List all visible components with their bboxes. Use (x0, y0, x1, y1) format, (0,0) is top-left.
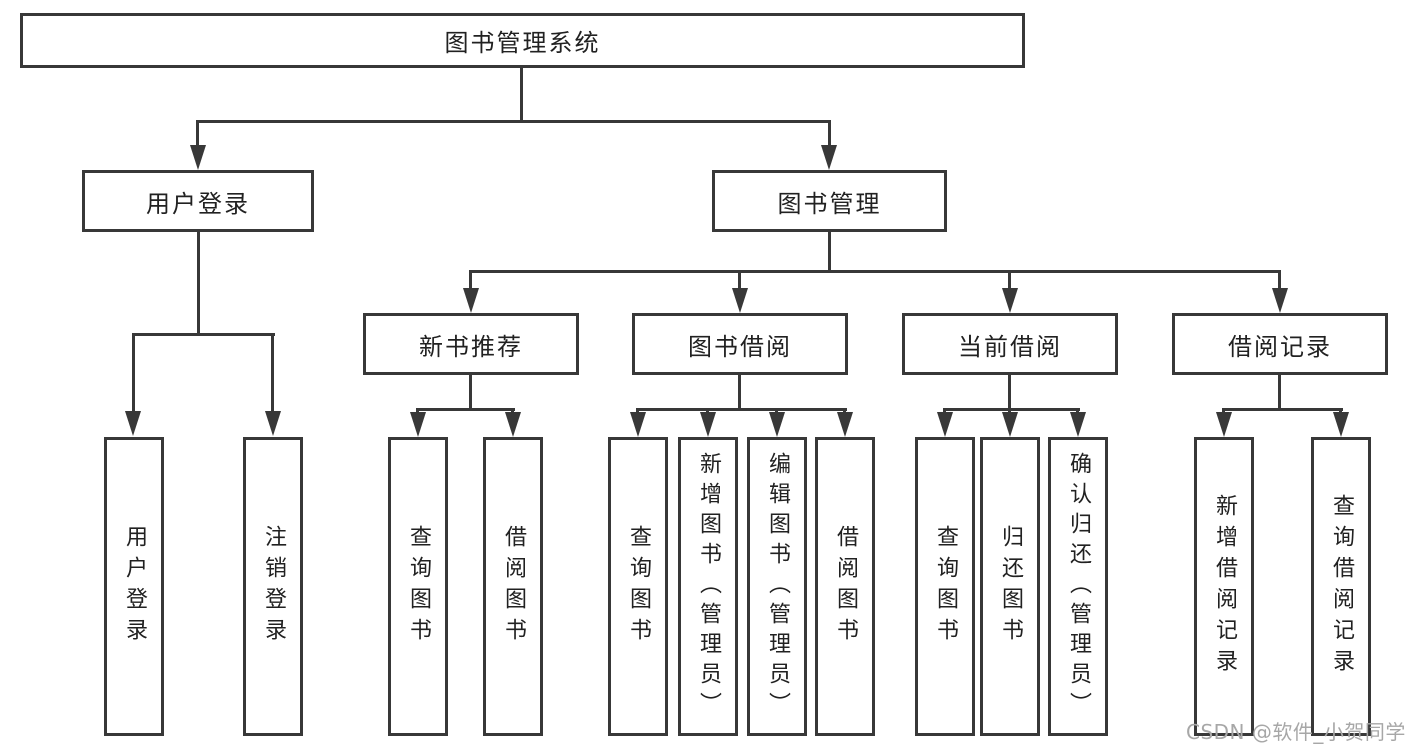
arrowhead-down-icon (1070, 412, 1086, 437)
connector-stem (1008, 373, 1011, 410)
leaf-edit-book-admin: 编辑图书（管理员） (747, 437, 807, 736)
connector-branch (416, 408, 515, 411)
arrowhead-down-icon (630, 412, 646, 437)
node-book-borrow: 图书借阅 (632, 313, 848, 375)
leaf-borrow-book-recommend-label: 借阅图书 (501, 524, 526, 649)
connector-shaft-user-login (196, 120, 199, 150)
leaf-query-borrow-record-label: 查询借阅记录 (1329, 493, 1354, 680)
arrowhead-down-icon (1002, 412, 1018, 437)
node-user-login: 用户登录 (82, 170, 314, 232)
node-user-login-label: 用户登录 (146, 189, 250, 218)
connector-shaft-book-management (828, 120, 831, 150)
leaf-query-book-current-label: 查询图书 (933, 524, 958, 649)
connector-shaft-leaf (1278, 270, 1281, 292)
leaf-return-book: 归还图书 (980, 437, 1040, 736)
leaf-logout: 注销登录 (243, 437, 303, 736)
leaf-edit-book-admin-label: 编辑图书（管理员） (765, 451, 790, 722)
arrowhead-down-icon (410, 412, 426, 437)
leaf-confirm-return-admin-label: 确认归还（管理员） (1066, 451, 1091, 722)
leaf-add-book-admin-label: 新增图书（管理员） (696, 451, 721, 722)
node-library-system: 图书管理系统 (20, 13, 1025, 68)
connector-stem (1278, 373, 1281, 410)
arrowhead-down-icon (821, 145, 837, 170)
arrowhead-down-icon (505, 412, 521, 437)
arrowhead-down-icon (1216, 412, 1232, 437)
connector-root-stem (520, 66, 523, 123)
node-borrow-records: 借阅记录 (1172, 313, 1388, 375)
node-borrow-records-label: 借阅记录 (1228, 332, 1332, 361)
arrowhead-down-icon (700, 412, 716, 437)
arrowhead-down-icon (265, 411, 281, 436)
leaf-query-book-borrow-label: 查询图书 (626, 524, 651, 649)
connector-shaft-leaf (469, 270, 472, 292)
connector-stem (469, 373, 472, 410)
arrowhead-down-icon (837, 412, 853, 437)
leaf-add-borrow-record: 新增借阅记录 (1194, 437, 1254, 736)
connector-user-login-stem (197, 231, 200, 335)
arrowhead-down-icon (463, 288, 479, 313)
node-current-borrow-label: 当前借阅 (958, 332, 1062, 361)
connector-shaft-leaf (738, 270, 741, 292)
leaf-add-borrow-record-label: 新增借阅记录 (1212, 493, 1237, 680)
leaf-confirm-return-admin: 确认归还（管理员） (1048, 437, 1108, 736)
connector-level3-branch (469, 270, 1281, 273)
leaf-logout-label: 注销登录 (261, 524, 286, 649)
node-new-book-recommend: 新书推荐 (363, 313, 579, 375)
node-book-management-label: 图书管理 (777, 189, 882, 218)
connector-user-login-branch (132, 333, 275, 336)
leaf-borrow-book-label: 借阅图书 (833, 524, 858, 649)
connector-branch (1222, 408, 1343, 411)
watermark: CSDN @软件_小贺同学 (1186, 720, 1405, 744)
leaf-borrow-book: 借阅图书 (815, 437, 875, 736)
arrowhead-down-icon (732, 288, 748, 313)
arrowhead-down-icon (1333, 412, 1349, 437)
arrowhead-down-icon (937, 412, 953, 437)
node-current-borrow: 当前借阅 (902, 313, 1118, 375)
arrowhead-down-icon (125, 411, 141, 436)
leaf-return-book-label: 归还图书 (998, 524, 1023, 649)
leaf-borrow-book-recommend: 借阅图书 (483, 437, 543, 736)
leaf-user-login-label: 用户登录 (122, 524, 147, 649)
leaf-user-login: 用户登录 (104, 437, 164, 736)
node-book-management: 图书管理 (712, 170, 947, 232)
leaf-query-book-borrow: 查询图书 (608, 437, 668, 736)
connector-shaft-leaf (1008, 270, 1011, 292)
connector-root-branch (196, 120, 831, 123)
arrowhead-down-icon (190, 145, 206, 170)
leaf-query-borrow-record: 查询借阅记录 (1311, 437, 1371, 736)
arrowhead-down-icon (1002, 288, 1018, 313)
arrowhead-down-icon (769, 412, 785, 437)
leaf-add-book-admin: 新增图书（管理员） (678, 437, 738, 736)
connector-shaft-leaf (132, 333, 135, 412)
node-library-system-label: 图书管理系统 (444, 29, 601, 57)
node-book-borrow-label: 图书借阅 (688, 332, 792, 361)
leaf-query-book-recommend: 查询图书 (388, 437, 448, 736)
leaf-query-book-current: 查询图书 (915, 437, 975, 736)
connector-stem (738, 373, 741, 410)
connector-book-management-stem (828, 231, 831, 273)
connector-branch (943, 408, 1080, 411)
connector-branch (636, 408, 847, 411)
node-new-book-recommend-label: 新书推荐 (419, 332, 523, 361)
leaf-query-book-recommend-label: 查询图书 (406, 524, 431, 649)
arrowhead-down-icon (1272, 288, 1288, 313)
connector-shaft-leaf (271, 333, 274, 412)
